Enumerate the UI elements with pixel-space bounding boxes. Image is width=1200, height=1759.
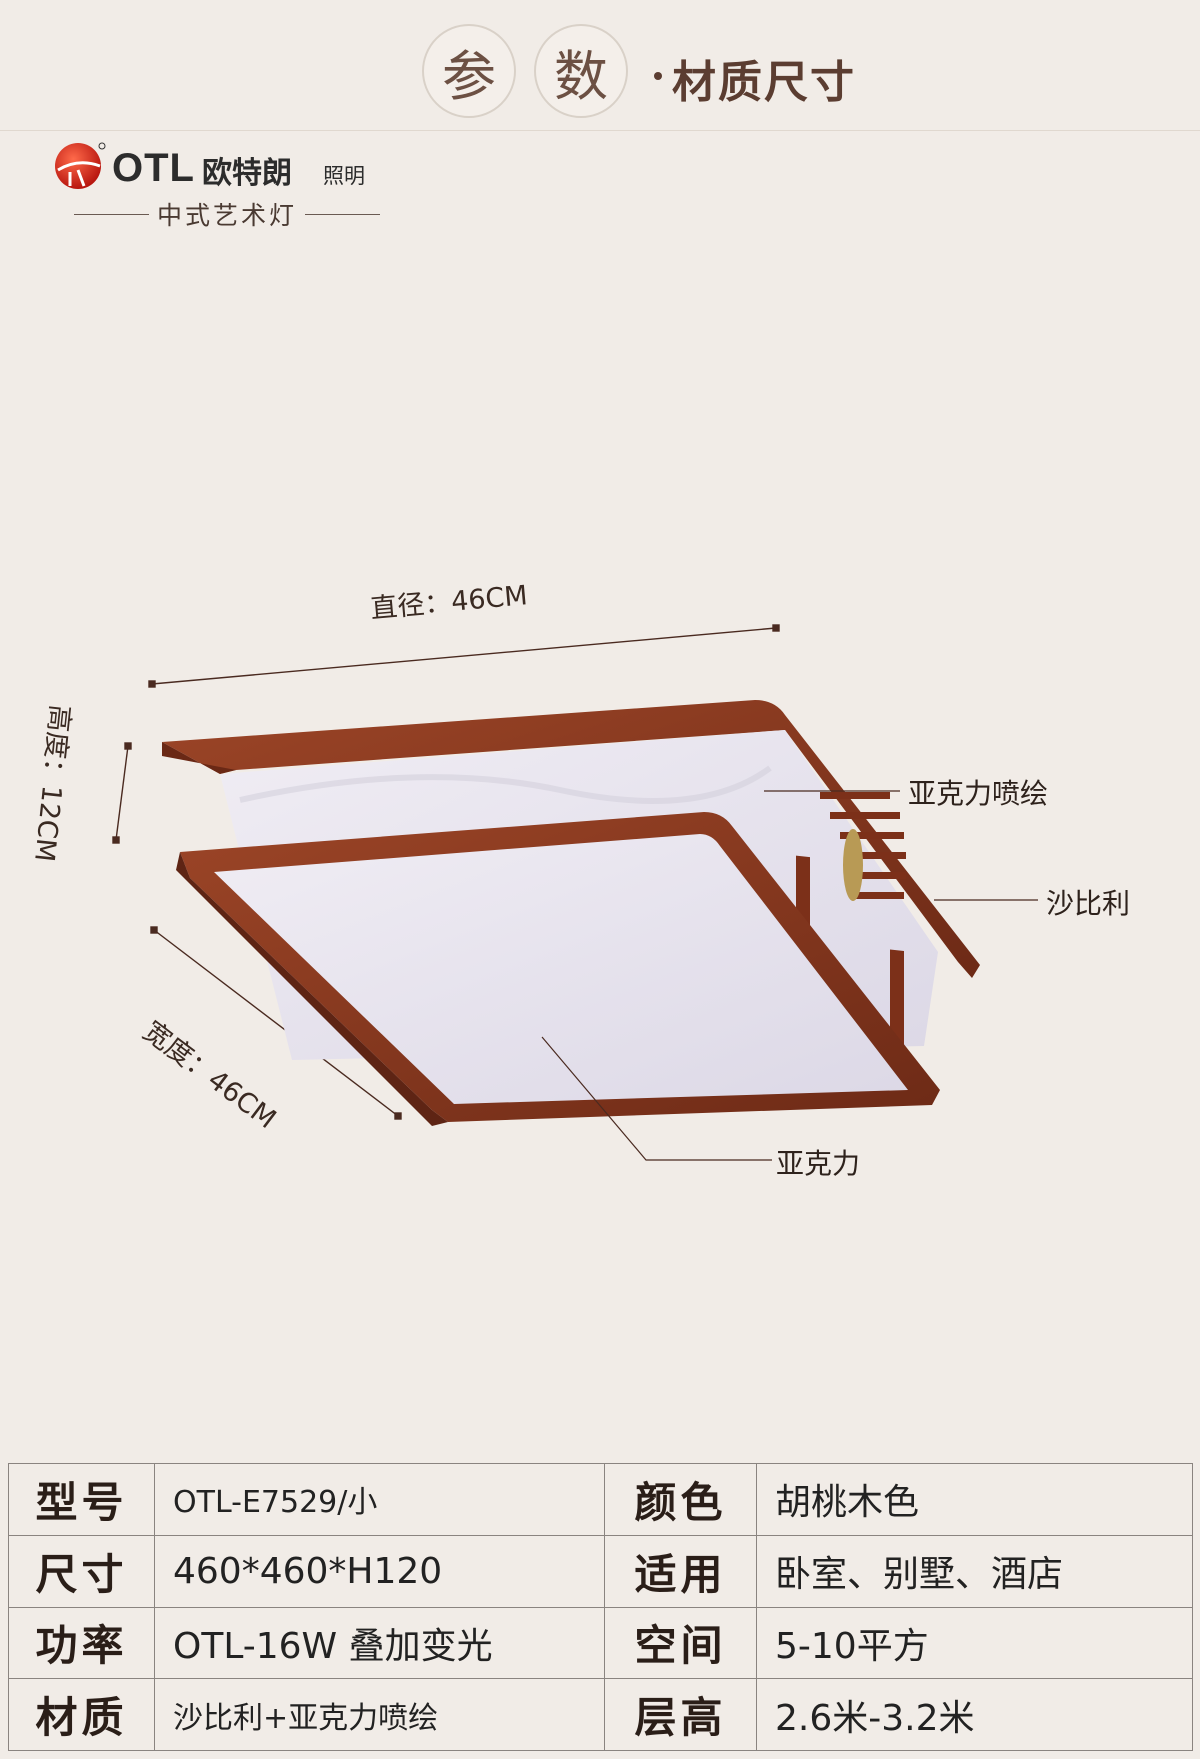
- spec-key-floor-height: 层高: [604, 1678, 757, 1751]
- callout-lines: [541, 790, 1038, 1161]
- spec-table: 型号 OTL-E7529/小 颜色 胡桃木色 尺寸 460*460*H120 适…: [8, 1463, 1193, 1751]
- spec-value-floor-height: 2.6米-3.2米: [756, 1678, 1193, 1751]
- tagline-rule-right: [305, 213, 381, 215]
- brand-tagline-row: 中式艺术灯: [74, 196, 381, 232]
- brand-logo-icon: [55, 142, 106, 189]
- header-divider: [0, 130, 1200, 131]
- spec-key-material: 材质: [8, 1678, 155, 1751]
- product-diagram: 直径：46CM 高度：12CM 宽度：46CM 亚克力喷绘 沙比利 亚克力: [0, 560, 1200, 1220]
- lamp-bottom-frame: [176, 812, 940, 1126]
- spec-value-space: 5-10平方: [756, 1606, 1193, 1680]
- header-char-circle-1: 参: [422, 24, 516, 118]
- spec-key-color: 颜色: [604, 1463, 757, 1536]
- page-header: 参 数 材质尺寸: [0, 0, 1200, 132]
- dimension-lines: [112, 624, 780, 1120]
- spec-key-space: 空间: [604, 1606, 757, 1680]
- spec-value-model: OTL-E7529/小: [154, 1463, 605, 1536]
- spec-value-usage: 卧室、别墅、酒店: [756, 1534, 1193, 1608]
- acrylic-panel: [214, 834, 908, 1104]
- callout-acrylic: 亚克力: [776, 1147, 861, 1180]
- spec-value-size: 460*460*H120: [154, 1534, 605, 1608]
- header-char-1: 参: [442, 44, 496, 108]
- callout-acrylic-painted: 亚克力喷绘: [908, 777, 1049, 810]
- table-row: 型号 OTL-E7529/小 颜色 胡桃木色: [8, 1463, 1193, 1536]
- callout-sapele: 沙比利: [1046, 887, 1131, 920]
- lamp-illustration: [112, 624, 1038, 1161]
- table-row: 尺寸 460*460*H120 适用 卧室、别墅、酒店: [8, 1534, 1193, 1608]
- tagline-rule-left: [74, 213, 149, 215]
- brand-logo: OTL 欧特朗 照明 中式艺术灯: [50, 140, 390, 236]
- header-dot: [654, 72, 662, 80]
- spec-key-power: 功率: [8, 1606, 155, 1680]
- brand-cn: 欧特朗: [202, 156, 292, 191]
- header-subtitle: 材质尺寸: [672, 57, 856, 108]
- spec-value-power: OTL-16W 叠加变光: [154, 1606, 605, 1680]
- table-row: 功率 OTL-16W 叠加变光 空间 5-10平方: [8, 1606, 1193, 1680]
- spec-key-usage: 适用: [604, 1534, 757, 1608]
- spec-value-material: 沙比利+亚克力喷绘: [154, 1678, 605, 1751]
- brand-latin: OTL: [112, 146, 195, 190]
- table-row: 材质 沙比利+亚克力喷绘 层高 2.6米-3.2米: [8, 1678, 1193, 1751]
- brand-tagline: 中式艺术灯: [157, 201, 298, 230]
- lamp-top-frame: [162, 700, 980, 978]
- spec-key-model: 型号: [8, 1463, 155, 1536]
- brand-cn-suffix: 照明: [323, 164, 365, 188]
- spec-key-size: 尺寸: [8, 1534, 155, 1608]
- header-char-2: 数: [554, 44, 608, 108]
- spec-value-color: 胡桃木色: [756, 1463, 1193, 1536]
- header-char-circle-2: 数: [534, 24, 628, 118]
